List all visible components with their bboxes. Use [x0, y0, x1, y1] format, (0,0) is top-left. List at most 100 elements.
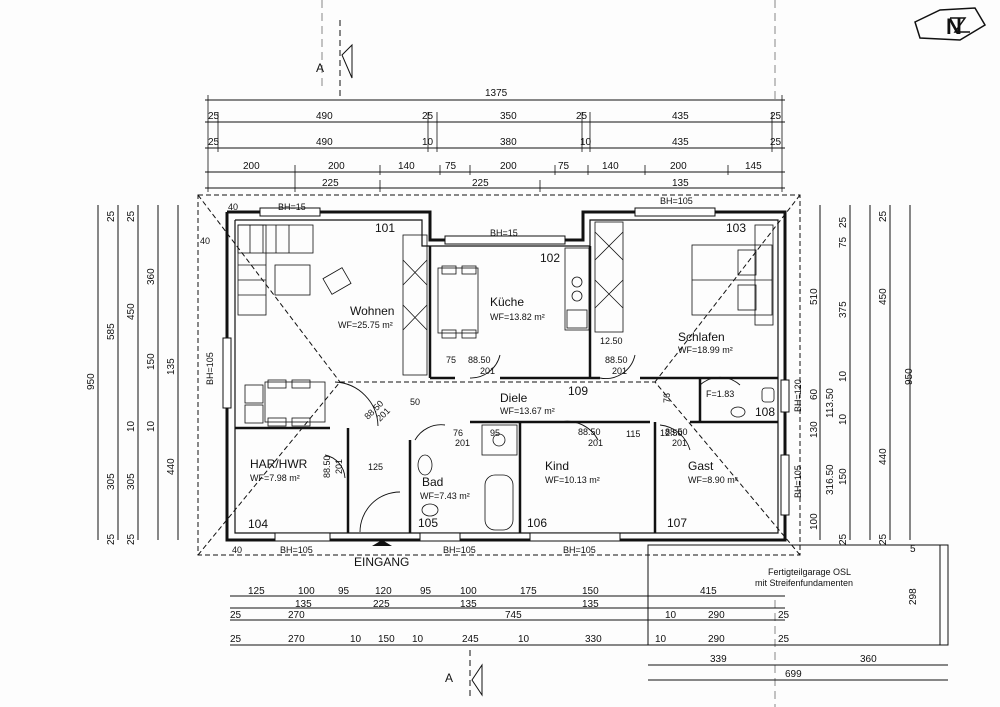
garage-label-2: mit Streifenfundamenten	[755, 578, 853, 588]
dim-bot-r1-6: 175	[520, 586, 537, 597]
dim-right-c2-2: 375	[838, 301, 849, 318]
dim-bot-r1-0: 125	[248, 586, 265, 597]
room-103-area: WF=18.99 m²	[678, 345, 733, 355]
dim-right-c1-4: 316.50	[825, 464, 836, 495]
window-schlafen-top: BH=105	[660, 196, 693, 206]
dim-top-r4-2: 135	[672, 178, 689, 189]
dim-left-c4-0: 360	[146, 268, 157, 285]
dim-left-c4-3: 10	[146, 420, 157, 432]
window-right-upper: BH=120	[793, 379, 803, 412]
window-bottom-left: BH=105	[280, 545, 313, 555]
door-label-6: 88.50	[322, 455, 332, 478]
room-101-area: WF=25.75 m²	[338, 320, 393, 330]
dim-bot-r4-3: 150	[378, 634, 395, 645]
dim-bot-r2-3: 135	[582, 599, 599, 610]
room-101-name: Wohnen	[350, 304, 394, 318]
window-bottom-right: BH=105	[563, 545, 596, 555]
door-label-14: 115	[626, 429, 640, 439]
room-104-area: WF=7.98 m²	[250, 473, 300, 483]
dim-right-c1-0: 510	[809, 288, 820, 305]
door-label-19: 40	[232, 545, 242, 555]
dim-top-r2-4: 10	[580, 137, 592, 148]
window-wohnen-left: BH=105	[205, 352, 215, 385]
room-107-area: WF=8.90 m²	[688, 475, 738, 485]
section-marker-bottom: A	[445, 671, 453, 685]
dim-left-c2-2: 305	[106, 473, 117, 490]
room-105-name: Bad	[422, 475, 443, 489]
room-labels: 101 Wohnen WF=25.75 m² 102 Küche WF=13.8…	[248, 221, 775, 531]
door-label-3b: 201	[588, 438, 603, 448]
dim-top-r3-2: 140	[398, 161, 415, 172]
door-label-17: 40	[228, 202, 238, 212]
north-arrow-icon: N	[946, 14, 962, 39]
dim-left-c4-1: 150	[146, 353, 157, 370]
door-label-2: 88.50	[605, 355, 628, 365]
dim-bot-r2-2: 135	[460, 599, 477, 610]
room-108-number: 108	[755, 405, 775, 419]
room-107-name: Gast	[688, 459, 714, 473]
door-label-11: 95	[490, 428, 500, 438]
dim-left-c4-2: 135	[166, 358, 177, 375]
room-106-number: 106	[527, 516, 547, 530]
dim-bot-r3-5: 25	[778, 610, 790, 621]
dim-top-r3-5: 75	[558, 161, 570, 172]
room-102-number: 102	[540, 251, 560, 265]
dim-top-r4-1: 225	[472, 178, 489, 189]
dim-bot-r4-7: 330	[585, 634, 602, 645]
room-105-number: 105	[418, 516, 438, 530]
door-label-8: 12.50	[600, 336, 623, 346]
bottom-dimensions: 125 100 95 120 95 100 175 150 415 135 22…	[230, 586, 877, 680]
dim-top-r4-0: 225	[322, 178, 339, 189]
dim-top-r2-1: 490	[316, 137, 333, 148]
window-kueche-top: BH=15	[490, 228, 518, 238]
door-label-1b: 201	[480, 366, 495, 376]
room-108-area: F=1.83	[706, 389, 734, 399]
door-label-4: 88.50	[665, 427, 688, 437]
garage-label-1: Fertigteilgarage OSL	[768, 567, 851, 577]
room-106-area: WF=10.13 m²	[545, 475, 600, 485]
room-109-area: WF=13.67 m²	[500, 406, 555, 416]
door-label-1: 88.50	[468, 355, 491, 365]
dim-right-c3-3: 25	[878, 533, 889, 545]
door-label-9: 12.50	[660, 428, 683, 438]
dim-bot-r2-1: 225	[373, 599, 390, 610]
dim-bot-r3-1: 270	[288, 610, 305, 621]
dim-top-r3-1: 200	[328, 161, 345, 172]
dim-bot-r1-1: 100	[298, 586, 315, 597]
dim-right-c3-1: 450	[878, 288, 889, 305]
dim-right-c1-5: 100	[809, 513, 820, 530]
room-106-name: Kind	[545, 459, 569, 473]
dim-top-r1-4: 25	[576, 111, 588, 122]
dim-bot-r5-0: 339	[710, 654, 727, 665]
room-109-name: Diele	[500, 391, 528, 405]
dim-bot-r1-7: 150	[582, 586, 599, 597]
room-103-name: Schlafen	[678, 330, 725, 344]
door-label-7b: 201	[455, 438, 470, 448]
dim-top-r3-0: 200	[243, 161, 260, 172]
room-102-area: WF=13.82 m²	[490, 312, 545, 322]
door-label-18: 40	[200, 236, 210, 246]
dim-left-c1: 950	[86, 373, 97, 390]
section-marker-top: A	[316, 61, 324, 75]
left-dimensions: 950 25 585 305 25 25 450 10 305 25 360 1…	[86, 210, 177, 545]
dim-left-c3-3: 305	[126, 473, 137, 490]
dim-right-c2-5: 150	[838, 468, 849, 485]
door-label-6b: 201	[334, 459, 344, 474]
door-label-2b: 201	[612, 366, 627, 376]
room-103-number: 103	[726, 221, 746, 235]
dim-bot-r1-3: 120	[375, 586, 392, 597]
dim-right-c5-0: 5	[910, 544, 916, 555]
dim-top-r3-7: 200	[670, 161, 687, 172]
dim-top-r2-6: 25	[770, 137, 782, 148]
dim-right-c1-3: 130	[809, 421, 820, 438]
dim-bot-r4-1: 270	[288, 634, 305, 645]
dim-bot-r1-5: 100	[460, 586, 477, 597]
dim-bot-r3-2: 745	[505, 610, 522, 621]
dim-bot-r4-2: 10	[350, 634, 362, 645]
dim-bot-r4-5: 245	[462, 634, 479, 645]
door-labels: 88.50 201 88.50 201 88.50 201 88.50 201 …	[200, 202, 688, 555]
room-107-number: 107	[667, 516, 687, 530]
door-label-15: 75	[446, 355, 456, 365]
dim-bot-r5-1: 360	[860, 654, 877, 665]
